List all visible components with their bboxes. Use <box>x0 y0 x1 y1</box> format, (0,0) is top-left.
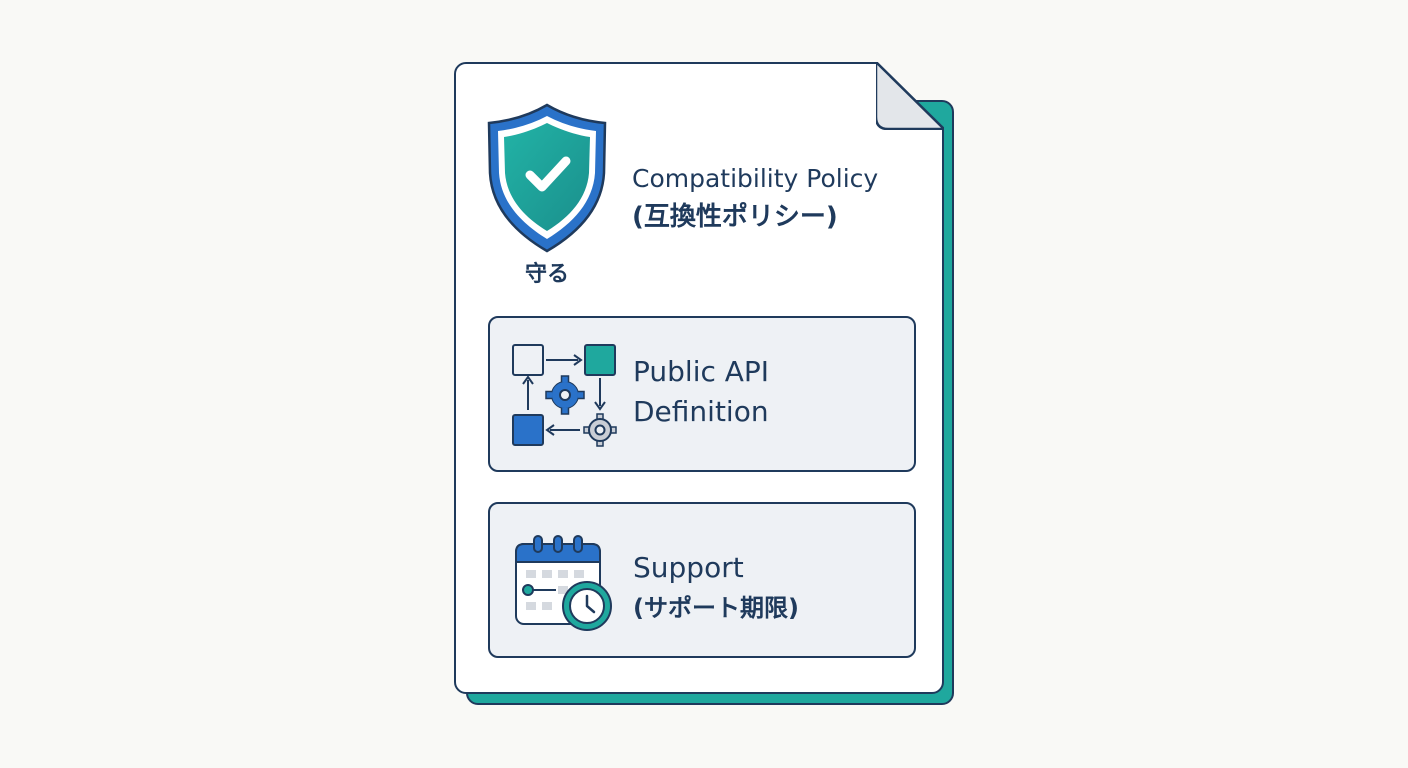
policy-title-en: Compatibility Policy <box>632 164 879 193</box>
shield-check-icon <box>487 103 607 253</box>
policy-title: Compatibility Policy (互換性ポリシー) <box>632 160 932 236</box>
public-api-text: Public API Definition <box>633 352 769 432</box>
public-api-card: Public API Definition <box>488 316 916 472</box>
guard-label: 守る <box>524 262 569 287</box>
calendar-clock-icon <box>515 535 612 631</box>
support-text: Support (サポート期限) <box>633 548 799 628</box>
support-line1: Support <box>633 551 744 584</box>
support-card: Support (サポート期限) <box>488 502 916 658</box>
page-fold-corner <box>876 62 944 130</box>
policy-title-jp: (互換性ポリシー) <box>632 202 838 232</box>
api-flow-gears-icon <box>512 344 617 447</box>
public-api-line1: Public API <box>633 355 770 388</box>
public-api-line2: Definition <box>633 395 769 428</box>
support-line2: (サポート期限) <box>633 594 799 622</box>
